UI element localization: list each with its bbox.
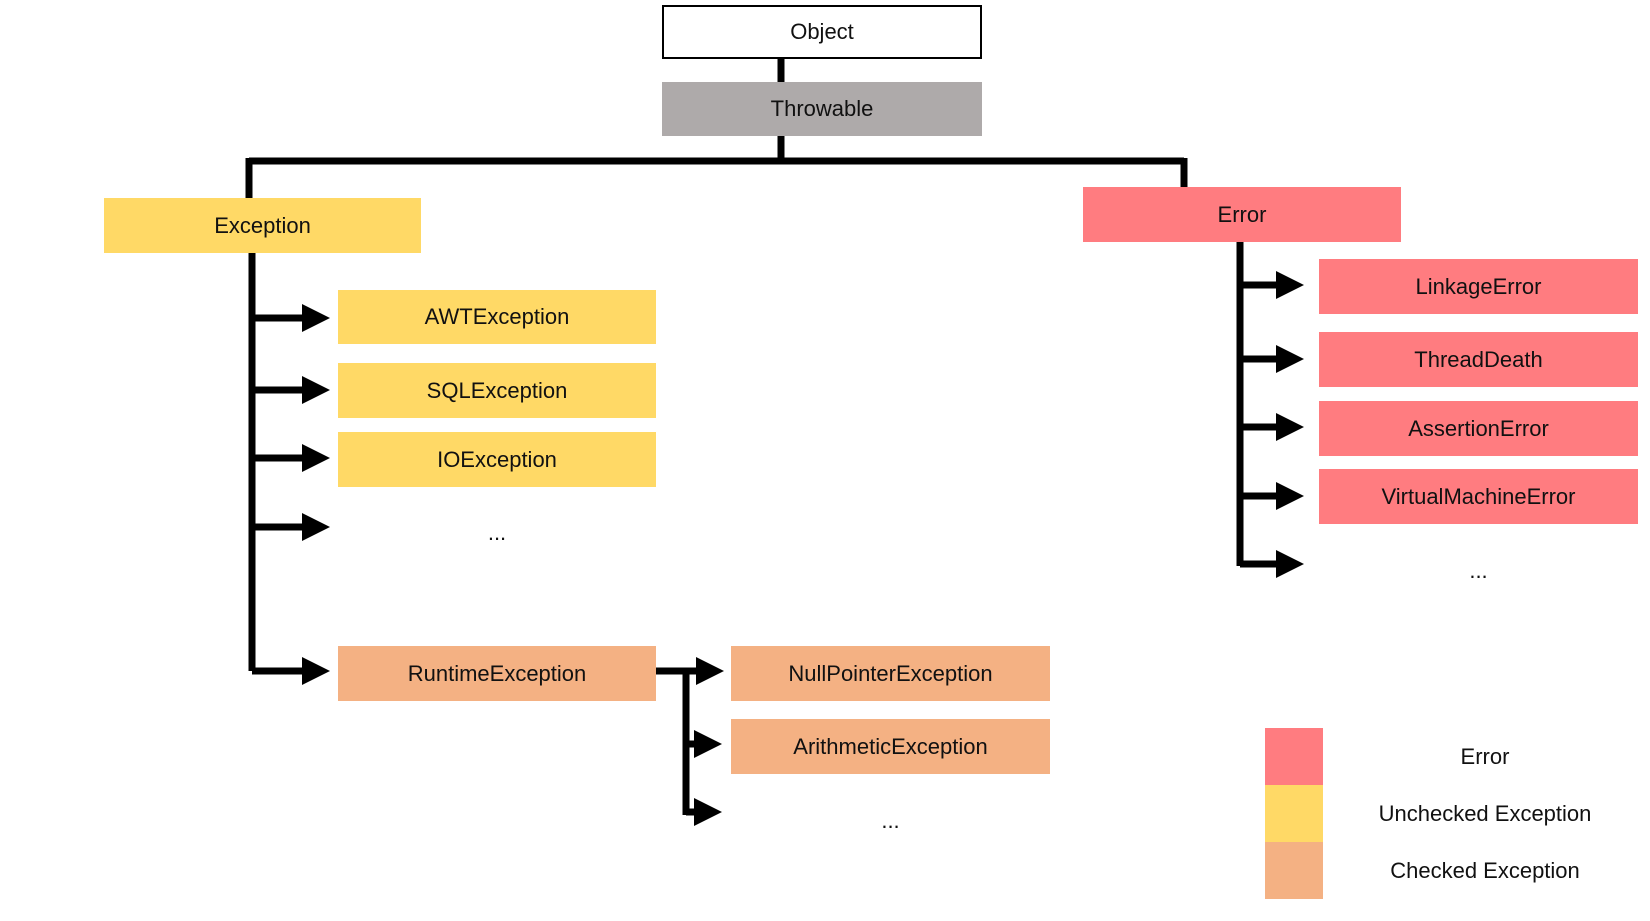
io-exception-node: IOException [338, 432, 656, 487]
runtime-more-ellipsis: ... [881, 807, 900, 833]
object-node: Object [662, 5, 982, 59]
null-pointer-exception-node: NullPointerException [731, 646, 1050, 701]
virtual-machine-error-node: VirtualMachineError [1319, 469, 1638, 524]
awt-exception-node: AWTException [338, 290, 656, 344]
exception-node: Exception [104, 198, 421, 253]
legend-swatch-unchecked [1265, 785, 1323, 842]
runtime-exception-node: RuntimeException [338, 646, 656, 701]
throwable-node: Throwable [662, 82, 982, 136]
legend-swatch-error [1265, 728, 1323, 785]
error-more-ellipsis: ... [1469, 557, 1488, 583]
assertion-error-node: AssertionError [1319, 401, 1638, 456]
legend-swatch-checked [1265, 842, 1323, 899]
linkage-error-node: LinkageError [1319, 259, 1638, 314]
legend-label-unchecked: Unchecked Exception [1378, 801, 1592, 826]
legend-label-error: Error [1460, 744, 1510, 769]
thread-death-node: ThreadDeath [1319, 332, 1638, 387]
legend-label-checked: Checked Exception [1390, 858, 1580, 883]
sql-exception-node: SQLException [338, 363, 656, 418]
error-node: Error [1083, 187, 1401, 242]
exception-more-ellipsis: ... [487, 519, 507, 545]
arithmetic-exception-node: ArithmeticException [731, 719, 1050, 774]
